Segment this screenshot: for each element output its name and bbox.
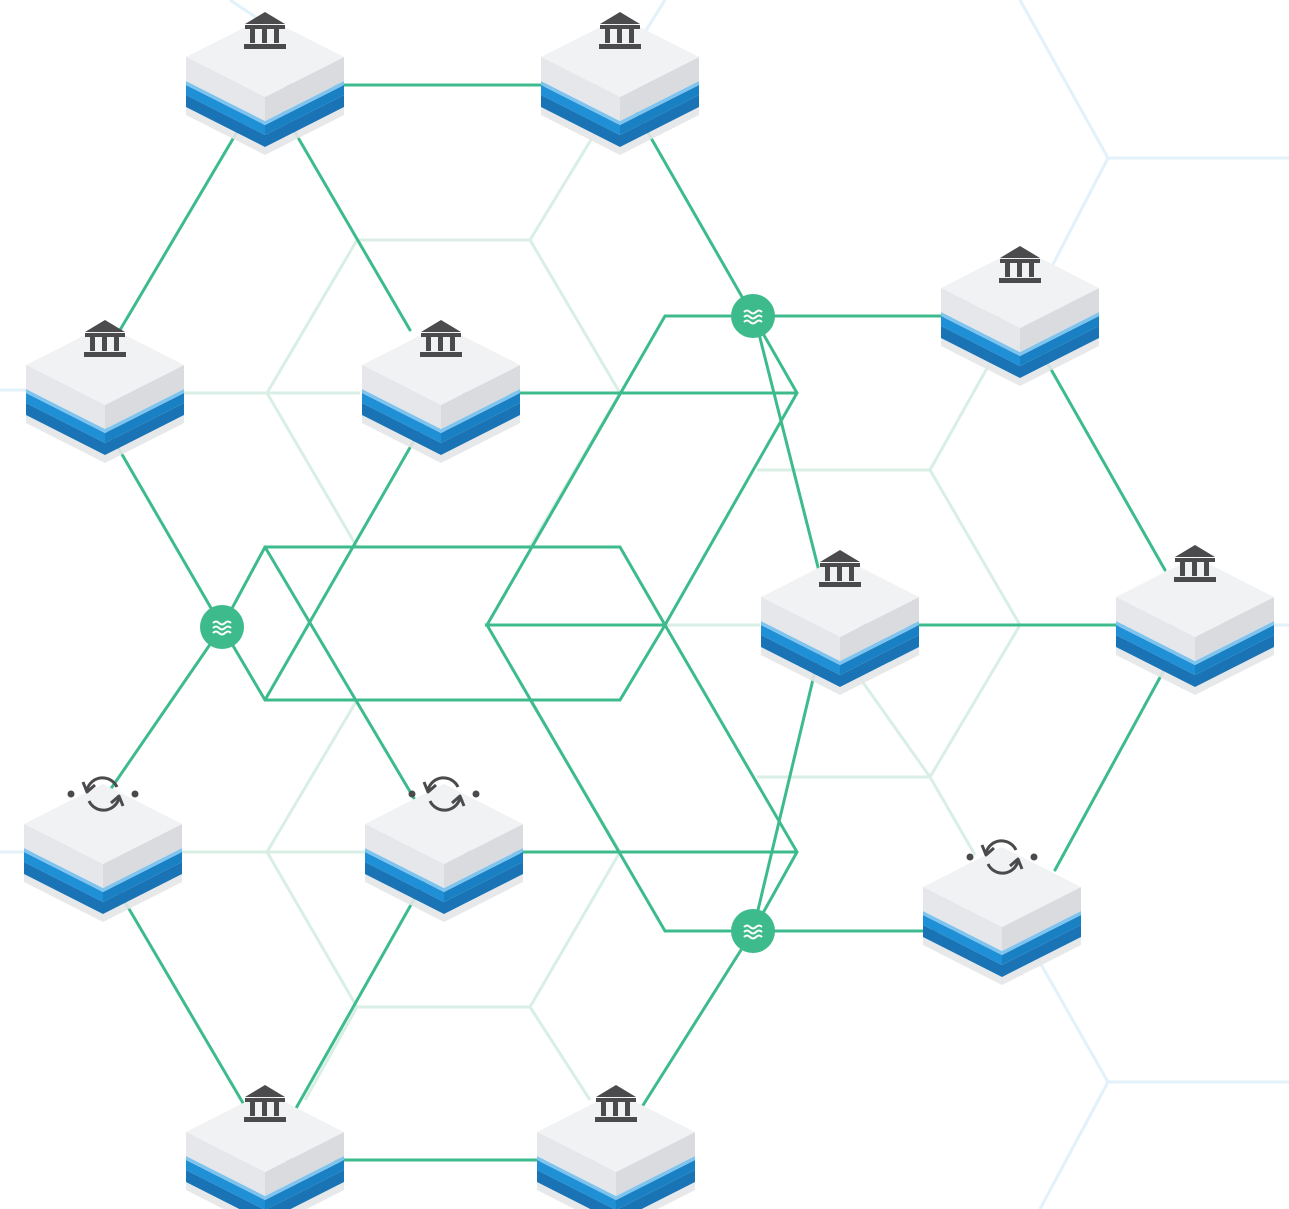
node-exchange-3 [923, 839, 1081, 985]
connection-line [263, 545, 417, 802]
node-bank-1 [186, 12, 344, 155]
node-bank-2 [541, 12, 699, 155]
hub-2 [200, 605, 244, 649]
connection-line [1053, 648, 1177, 872]
connection-loop [484, 314, 799, 627]
connection-line [633, 108, 755, 318]
node-bank-7 [1116, 545, 1274, 695]
connection-loop [484, 623, 799, 933]
connection-line [280, 108, 412, 332]
node-exchange-2 [365, 776, 523, 922]
node-bank-3 [26, 320, 184, 463]
connection-line [756, 328, 822, 577]
node-bank-8 [186, 1085, 344, 1209]
hub-3 [731, 909, 775, 953]
connection-line [263, 423, 425, 702]
connection-line [293, 878, 427, 1112]
connections [103, 83, 1197, 1162]
connection-line [103, 423, 224, 629]
connection-line [638, 929, 755, 1112]
connection-line [118, 108, 252, 332]
node-bank-4 [362, 320, 520, 463]
node-bank-5 [941, 246, 1099, 386]
node-bank-6 [761, 550, 919, 695]
connection-line [1038, 348, 1167, 572]
node-exchange-1 [24, 776, 182, 922]
node-bank-9 [537, 1085, 695, 1209]
connection-line [751, 648, 822, 933]
connection-line [113, 883, 252, 1117]
connection-line [108, 625, 224, 792]
hub-1 [731, 294, 775, 338]
